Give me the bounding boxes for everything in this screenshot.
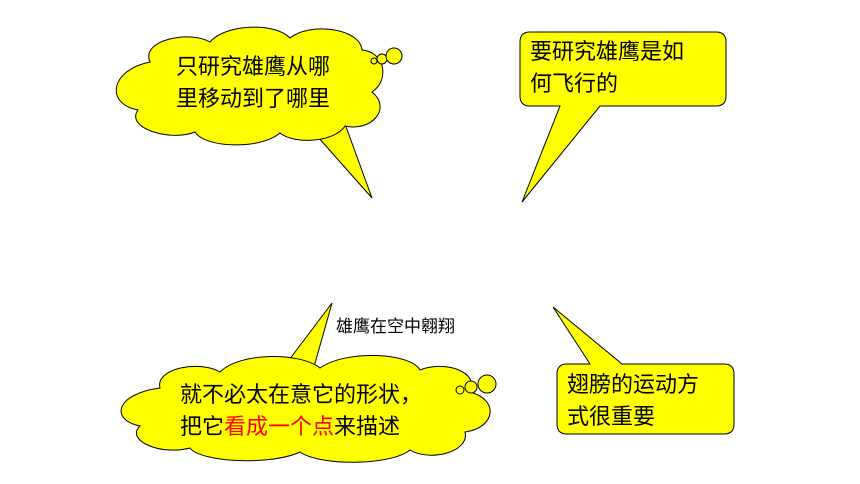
center-caption: 雄鹰在空中翱翔 <box>336 317 455 337</box>
callout-bottom-left-text: 就不必太在意它的形状， 把它看成一个点来描述 <box>180 380 422 444</box>
rect-callout-bottom-right <box>552 306 735 435</box>
callout-top-right-text: 要研究雄鹰是如 何飞行的 <box>530 37 684 101</box>
callout-top-right-line2: 何飞行的 <box>530 72 619 97</box>
callout-bottom-right-line2: 式很重要 <box>567 405 656 430</box>
callout-top-right-line1: 要研究雄鹰是如 <box>530 40 685 65</box>
callout-top-left-line1: 只研究雄鹰从哪 <box>176 55 331 80</box>
callout-bottom-right-line1: 翅膀的运动方 <box>567 373 700 398</box>
callout-bottom-left-line1: 就不必太在意它的形状， <box>180 383 423 408</box>
line2-suffix: 来描述 <box>334 415 401 440</box>
callout-bottom-left-line2: 把它看成一个点来描述 <box>180 412 422 444</box>
callout-bottom-right-text: 翅膀的运动方 式很重要 <box>567 370 699 434</box>
rect-callout-top-right <box>519 31 727 203</box>
line2-highlight: 看成一个点 <box>224 415 335 440</box>
cloud-callout-bottom-left <box>120 302 497 463</box>
line2-prefix: 把它 <box>180 415 225 440</box>
callout-top-left-text: 只研究雄鹰从哪 里移动到了哪里 <box>176 52 330 116</box>
callout-top-left-line2: 里移动到了哪里 <box>176 87 331 112</box>
cloud-callout-top-left <box>115 26 403 199</box>
